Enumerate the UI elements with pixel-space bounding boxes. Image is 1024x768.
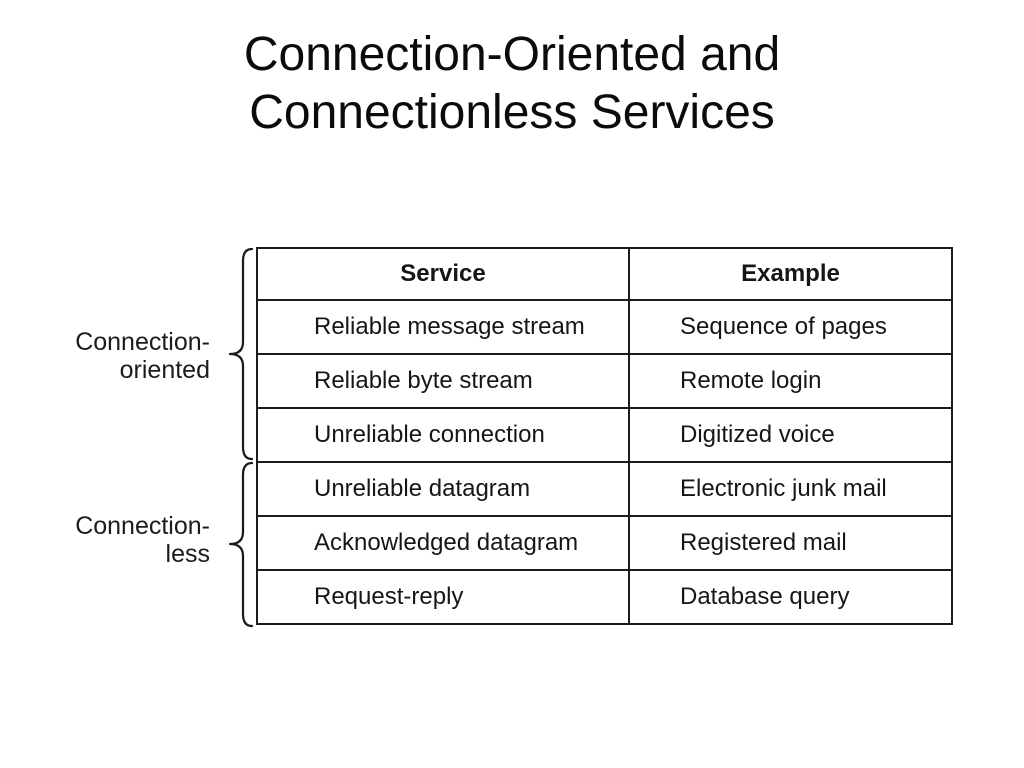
column-header-example: Example	[628, 247, 953, 301]
slide-title-line-1: Connection-Oriented and	[243, 28, 781, 81]
example-cell: Sequence of pages	[628, 299, 953, 355]
table-row: Unreliable connection Digitized voice	[256, 407, 953, 463]
group-label-line: Connection-	[75, 512, 210, 540]
slide-title: Connection-Oriented and Connectionless S…	[0, 26, 1024, 142]
services-table: Service Example Reliable message stream …	[256, 247, 953, 625]
service-cell: Unreliable datagram	[256, 461, 630, 517]
slide-title-line-2: Connectionless Services	[249, 86, 775, 139]
service-cell: Request-reply	[256, 569, 630, 625]
service-cell: Acknowledged datagram	[256, 515, 630, 571]
table-row: Request-reply Database query	[256, 569, 953, 625]
group-braces	[228, 247, 254, 628]
brace-connection-oriented	[228, 247, 254, 461]
group-label-line: oriented	[119, 356, 210, 384]
table-header-row: Service Example	[256, 247, 953, 301]
table-row: Reliable message stream Sequence of page…	[256, 299, 953, 355]
group-label-line: less	[165, 540, 210, 568]
service-cell: Reliable byte stream	[256, 353, 630, 409]
example-cell: Electronic junk mail	[628, 461, 953, 517]
example-cell: Digitized voice	[628, 407, 953, 463]
group-label-line: Connection-	[75, 328, 210, 356]
column-header-service: Service	[256, 247, 630, 301]
group-label-connection-oriented: Connection- oriented	[58, 328, 210, 384]
example-cell: Database query	[628, 569, 953, 625]
example-cell: Registered mail	[628, 515, 953, 571]
service-cell: Reliable message stream	[256, 299, 630, 355]
table-row: Unreliable datagram Electronic junk mail	[256, 461, 953, 517]
group-label-connectionless: Connection- less	[58, 512, 210, 568]
table-row: Reliable byte stream Remote login	[256, 353, 953, 409]
brace-connectionless	[228, 461, 254, 628]
example-cell: Remote login	[628, 353, 953, 409]
table-row: Acknowledged datagram Registered mail	[256, 515, 953, 571]
service-cell: Unreliable connection	[256, 407, 630, 463]
